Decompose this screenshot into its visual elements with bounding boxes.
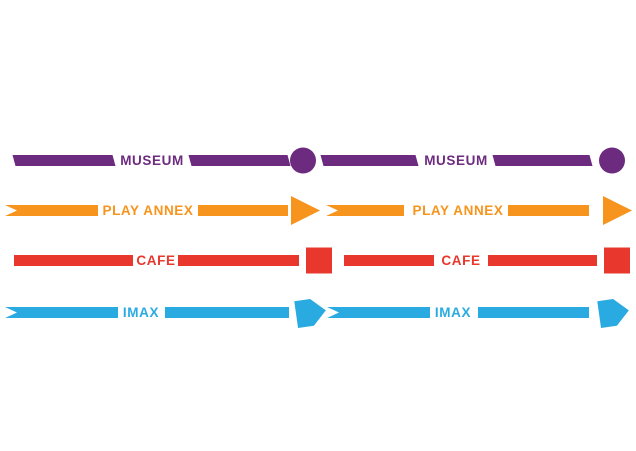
line-segment: [344, 255, 434, 266]
square-marker-icon: [604, 247, 630, 274]
route-label-cafe: CAFE: [441, 253, 480, 268]
route-label-play-annex: PLAY ANNEX: [102, 203, 193, 218]
route-line-imax: IMAX IMAX: [5, 298, 629, 328]
line-segment-notched: [326, 205, 404, 216]
route-label-museum: MUSEUM: [424, 153, 488, 168]
square-marker-icon: [306, 247, 332, 274]
line-segment: [12, 155, 116, 166]
triangle-marker-icon: [603, 196, 632, 225]
route-line-cafe: CAFE CAFE: [14, 247, 630, 274]
line-segment: [492, 155, 593, 166]
route-label-museum: MUSEUM: [120, 153, 184, 168]
route-label-cafe: CAFE: [136, 253, 175, 268]
pentagon-marker-icon: [294, 298, 326, 328]
line-segment: [508, 205, 589, 216]
route-label-play-annex: PLAY ANNEX: [412, 203, 503, 218]
route-label-imax: IMAX: [123, 305, 159, 320]
route-label-imax: IMAX: [435, 305, 471, 320]
line-segment-notched: [5, 307, 118, 318]
line-segment: [320, 155, 419, 166]
route-line-play-annex: PLAY ANNEX PLAY ANNEX: [5, 196, 632, 225]
route-line-museum: MUSEUM MUSEUM: [12, 147, 625, 174]
line-segment: [188, 155, 291, 166]
pentagon-marker-icon: [597, 298, 629, 328]
line-segment: [488, 255, 597, 266]
line-segment: [478, 307, 589, 318]
line-segment: [198, 205, 288, 216]
circle-marker-icon: [290, 147, 316, 174]
line-segment: [14, 255, 133, 266]
triangle-marker-icon: [291, 196, 320, 225]
line-segment: [178, 255, 299, 266]
line-segment-notched: [327, 307, 430, 318]
line-segment: [165, 307, 289, 318]
circle-marker-icon: [599, 147, 625, 174]
line-segment-notched: [5, 205, 98, 216]
